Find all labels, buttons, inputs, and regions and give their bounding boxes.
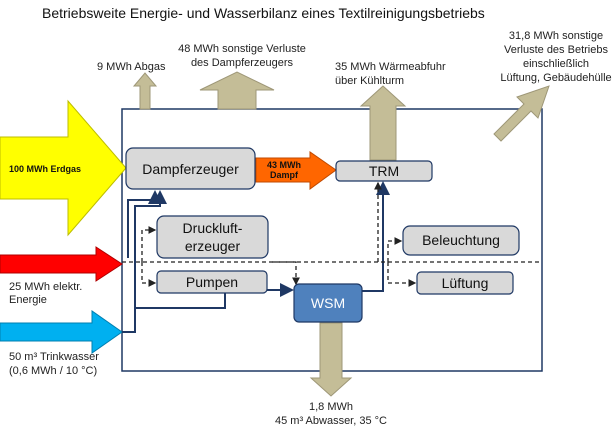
dampferzeuger-box: Dampferzeuger bbox=[125, 147, 256, 190]
abwasser-arrow bbox=[309, 322, 353, 397]
druckluft-label-line2: erzeuger bbox=[185, 238, 241, 254]
electric-label-line1: 25 MWh elektr. bbox=[9, 281, 82, 293]
trm-box: TRM bbox=[335, 160, 433, 182]
lueftung-label: Lüftung bbox=[442, 275, 489, 291]
beleuchtung-label: Beleuchtung bbox=[422, 232, 500, 248]
pumpen-box: Pumpen bbox=[156, 270, 268, 294]
water-label-line2: (0,6 MWh / 10 °C) bbox=[9, 365, 97, 377]
water-label-line1: 50 m³ Trinkwasser bbox=[9, 351, 99, 363]
diagram-title: Betriebsweite Energie- und Wasserbilanz … bbox=[42, 5, 485, 21]
wsm-to-trm-line bbox=[362, 181, 390, 292]
electric-input-arrow bbox=[0, 246, 123, 282]
betrieb-loss-label-line2: Verluste des Betriebs bbox=[504, 44, 608, 56]
steam-label-line2: Dampf bbox=[270, 170, 299, 180]
water-input-arrow bbox=[0, 310, 123, 354]
lueftung-box: Lüftung bbox=[416, 271, 514, 295]
steam-arrow bbox=[255, 151, 337, 190]
druckluft-label-line1: Druckluft- bbox=[183, 220, 243, 236]
abgas-loss-arrow bbox=[132, 72, 158, 110]
kuehlturm-label-line2: über Kühlturm bbox=[335, 75, 404, 87]
dampferzeuger-label: Dampferzeuger bbox=[142, 161, 239, 177]
kuehlturm-loss-arrow bbox=[359, 85, 407, 161]
dampferzeuger-loss-label-line1: 48 MWh sonstige Verluste bbox=[178, 43, 306, 55]
dampferzeuger-loss-arrow bbox=[199, 71, 275, 110]
wsm-box: WSM bbox=[293, 283, 363, 323]
betrieb-loss-arrow bbox=[493, 85, 550, 142]
betrieb-loss-label-line3: einschließlich bbox=[523, 58, 589, 70]
pumpen-label: Pumpen bbox=[186, 274, 238, 290]
electric-line-to-dampferzeuger bbox=[127, 190, 162, 258]
abgas-label: 9 MWh Abgas bbox=[97, 61, 166, 73]
dampferzeuger-loss-label-line2: des Dampferzeugers bbox=[191, 57, 294, 69]
abwasser-label-line1: 1,8 MWh bbox=[309, 401, 353, 413]
wsm-label: WSM bbox=[311, 295, 345, 311]
erdgas-input-arrow bbox=[0, 99, 127, 237]
electric-label-line2: Energie bbox=[9, 294, 47, 306]
abwasser-label-line2: 45 m³ Abwasser, 35 °C bbox=[275, 415, 387, 427]
beleuchtung-box: Beleuchtung bbox=[402, 225, 520, 256]
kuehlturm-label-line1: 35 MWh Wärmeabfuhr bbox=[335, 61, 446, 73]
erdgas-label: 100 MWh Erdgas bbox=[9, 164, 81, 174]
druckluft-box: Druckluft- erzeuger bbox=[156, 215, 269, 259]
steam-label-line1: 43 MWh bbox=[267, 160, 301, 170]
electric-distribution-lines bbox=[122, 181, 540, 287]
betrieb-loss-label-line1: 31,8 MWh sonstige bbox=[509, 30, 603, 42]
water-line-to-dampferzeuger bbox=[122, 190, 167, 333]
trm-label: TRM bbox=[369, 163, 399, 179]
betrieb-loss-label-line4: Lüftung, Gebäudehülle bbox=[500, 72, 611, 84]
